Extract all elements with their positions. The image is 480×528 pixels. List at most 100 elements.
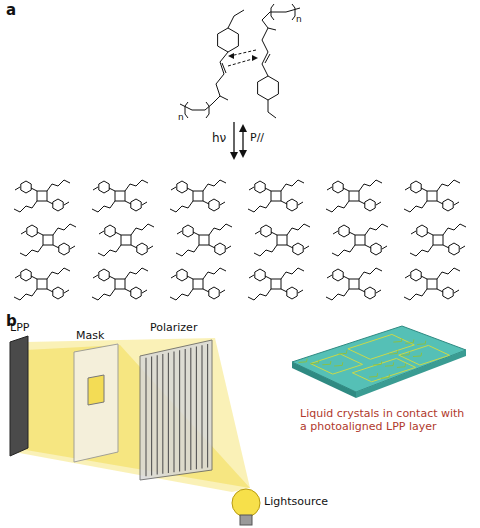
methoxy-bond — [226, 246, 231, 249]
cyclobutane-dimer — [254, 224, 310, 256]
ester-chain — [125, 180, 148, 191]
polarizer-line — [190, 348, 191, 470]
benzene-ring — [53, 199, 63, 211]
benzene-ring — [333, 269, 343, 281]
polarizer-line — [145, 358, 146, 477]
bond — [343, 188, 349, 191]
arrow-head — [239, 124, 247, 132]
bond — [47, 201, 53, 204]
methoxy-bond — [460, 246, 465, 249]
ester-chain — [404, 289, 427, 300]
methoxy-bond — [228, 10, 244, 28]
benzene-ring — [131, 287, 141, 299]
cyclobutane-ring — [37, 191, 47, 201]
ester-chain — [437, 268, 460, 279]
bond — [37, 232, 43, 235]
reaction-arrows — [230, 122, 247, 160]
bond — [187, 276, 193, 279]
mask-window — [88, 375, 104, 405]
ester-chain — [209, 224, 232, 235]
methoxy-bond — [142, 202, 147, 205]
methoxy-bond — [64, 290, 69, 293]
dashed-arrow — [228, 58, 256, 66]
ester-chain — [281, 180, 304, 191]
ester-chain — [131, 224, 154, 235]
bond — [109, 188, 115, 191]
methoxy-bond — [177, 231, 182, 234]
cyclobutane-ring — [121, 235, 131, 245]
bracket — [185, 102, 188, 118]
methoxy-bond — [454, 290, 459, 293]
benzene-ring — [365, 287, 375, 299]
polarization-symbol: P// — [250, 132, 264, 145]
ester-chain — [203, 180, 226, 191]
ester-chain — [248, 201, 271, 212]
bond — [31, 188, 37, 191]
lc-texture — [417, 341, 426, 345]
polarizer-line — [151, 356, 152, 475]
lc-domain — [352, 358, 415, 381]
lc-texture — [405, 339, 414, 343]
lc-texture — [401, 352, 410, 356]
methoxy-bond — [15, 187, 20, 190]
dimer-array — [14, 180, 466, 300]
methoxy-bond — [220, 202, 225, 205]
benzene-ring — [53, 287, 63, 299]
ester-chain — [332, 245, 355, 256]
methoxy-bond — [148, 246, 153, 249]
repeat-subscript: n — [296, 14, 302, 24]
lc-texture — [413, 353, 422, 357]
arrow-head — [239, 150, 247, 158]
bond — [193, 232, 199, 235]
ester-chain — [170, 201, 193, 212]
methoxy-bond — [405, 187, 410, 190]
panel-letter: a — [6, 2, 16, 19]
cyclobutane-dimer — [248, 268, 304, 300]
vinyl-bond — [262, 40, 268, 76]
ester-chain — [404, 201, 427, 212]
bracket — [271, 4, 274, 20]
bond — [47, 289, 53, 292]
methoxy-bond — [220, 290, 225, 293]
bond — [265, 276, 271, 279]
bond — [287, 245, 293, 248]
cyclobutane-dimer — [404, 268, 460, 300]
ester-chain — [170, 289, 193, 300]
methoxy-bond — [454, 202, 459, 205]
ester-chain — [92, 201, 115, 212]
benzene-ring — [209, 199, 219, 211]
ester-chain — [287, 224, 310, 235]
bond — [265, 188, 271, 191]
lc-texture — [397, 364, 406, 368]
caption-note: Liquid crystals in contact with a photoa… — [300, 408, 472, 433]
cinnamate-polymer — [180, 4, 300, 118]
bond — [209, 245, 215, 248]
carbonyl-bond — [268, 28, 276, 30]
methoxy-bond — [382, 246, 387, 249]
cyclobutane-dimer — [14, 268, 70, 300]
double-bond — [265, 54, 270, 63]
benzene-ring — [218, 28, 239, 52]
polarizer-line — [179, 350, 180, 471]
cyclobutane-ring — [271, 191, 281, 201]
cyclobutane-ring — [427, 191, 437, 201]
ester-chain — [359, 268, 382, 279]
light-beam-core — [26, 345, 250, 488]
methoxy-bond — [15, 275, 20, 278]
lc-domain — [399, 345, 450, 365]
polarizer-line — [173, 351, 174, 472]
cyclobutane-ring — [115, 279, 125, 289]
lc-texture — [322, 361, 331, 365]
ester-chain — [98, 245, 121, 256]
light-beam — [14, 338, 250, 492]
benzene-ring — [177, 269, 187, 281]
ester-chain — [254, 245, 277, 256]
bond — [281, 201, 287, 204]
cyclobutane-dimer — [404, 180, 460, 212]
methoxy-bond — [64, 202, 69, 205]
benzene-ring — [21, 269, 31, 281]
bond — [421, 188, 427, 191]
methoxy-bond — [249, 187, 254, 190]
methoxy-bond — [171, 275, 176, 278]
benzene-ring — [443, 199, 453, 211]
